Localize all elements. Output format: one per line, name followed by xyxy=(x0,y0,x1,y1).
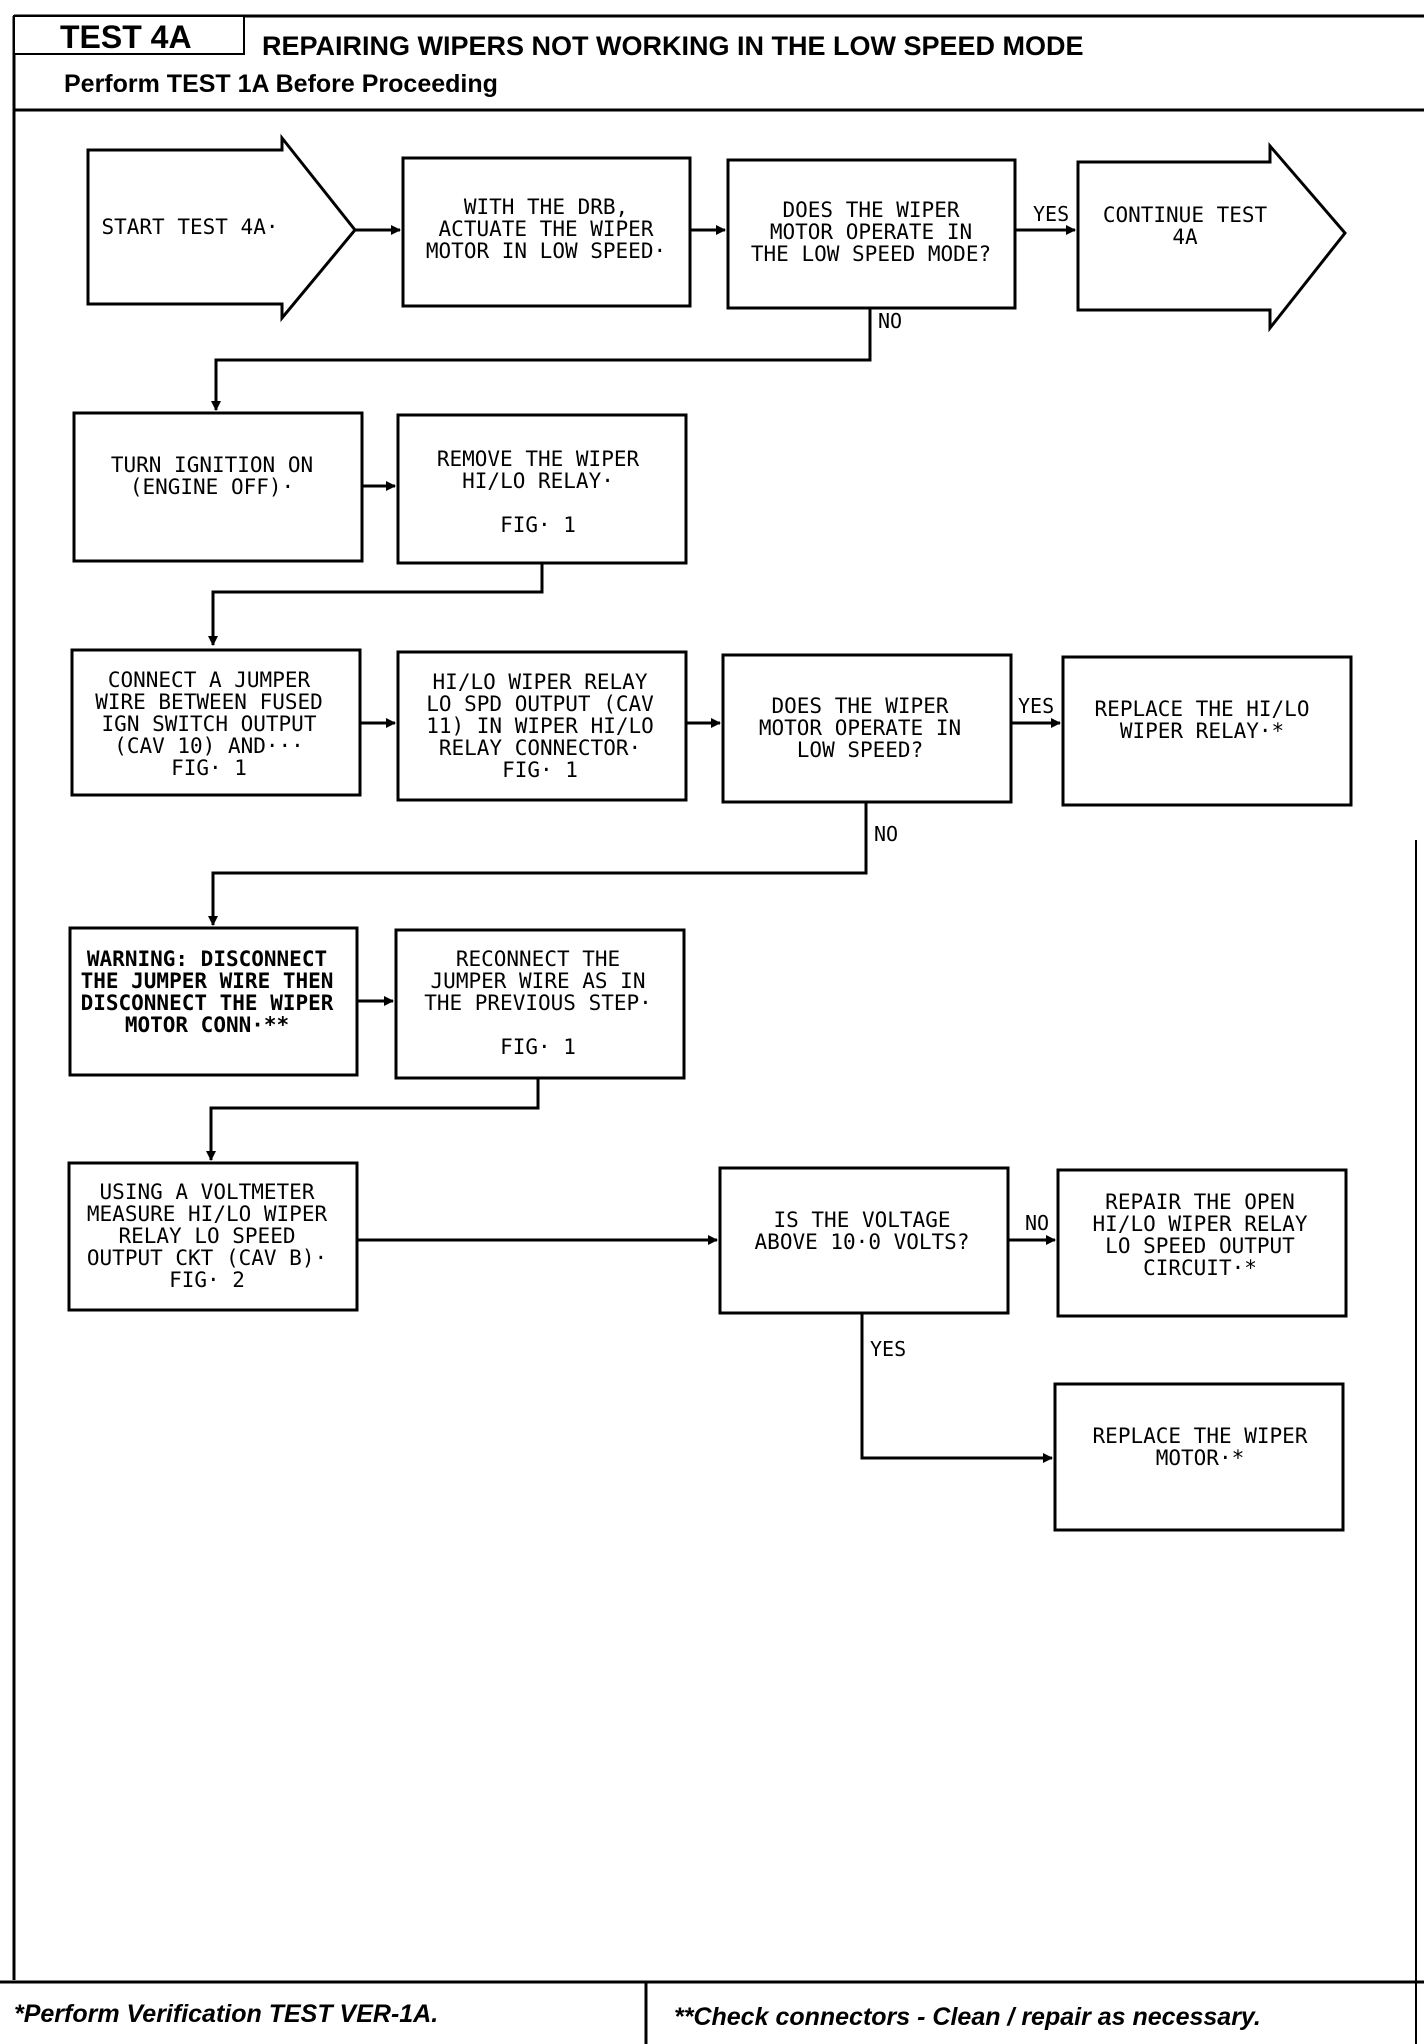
box-text-line: MOTOR CONN·** xyxy=(125,1013,289,1037)
box-text-line: REPLACE THE WIPER xyxy=(1093,1424,1308,1448)
box-text-line: IGN SWITCH OUTPUT xyxy=(102,712,317,736)
box-text-line: ABOVE 10·0 VOLTS? xyxy=(755,1230,970,1254)
box-text-line: RECONNECT THE xyxy=(456,947,620,971)
no-label: NO xyxy=(878,309,902,333)
node-start: START TEST 4A· xyxy=(86,133,357,323)
connectors xyxy=(206,225,1076,1463)
node-ignition-text: TURN IGNITION ON(ENGINE OFF)· xyxy=(111,453,313,499)
page-title: REPAIRING WIPERS NOT WORKING IN THE LOW … xyxy=(262,31,1084,61)
box-text-line: MOTOR OPERATE IN xyxy=(759,716,961,740)
box-text-line: FIG· 1 xyxy=(500,1035,576,1059)
box-text-line: WITH THE DRB, xyxy=(464,195,628,219)
box-text-line: TURN IGNITION ON xyxy=(111,453,313,477)
footer-note-left: *Perform Verification TEST VER-1A. xyxy=(14,2000,438,2028)
box-text-line: REPLACE THE HI/LO xyxy=(1095,697,1310,721)
footer-note-right: **Check connectors - Clean / repair as n… xyxy=(674,2003,1261,2031)
box-text-line: LOW SPEED? xyxy=(797,738,923,762)
box-text-line: MOTOR·* xyxy=(1156,1446,1245,1470)
box-text-line: 4A xyxy=(1172,225,1198,249)
box-text-line: THE PREVIOUS STEP· xyxy=(424,991,652,1015)
node-ignition: TURN IGNITION ON(ENGINE OFF)· xyxy=(72,411,364,563)
box-text-line: LO SPEED OUTPUT xyxy=(1105,1234,1295,1258)
test-id: TEST 4A xyxy=(60,19,192,55)
branch-labels: YES NO YES NO NO YES xyxy=(870,202,1069,1361)
box-text-line: DOES THE WIPER xyxy=(771,694,948,718)
box-text-line: JUMPER WIRE AS IN xyxy=(431,969,646,993)
box-text-line: CONNECT A JUMPER xyxy=(108,668,311,692)
box-text-line: HI/LO WIPER RELAY xyxy=(433,670,648,694)
box-text-line: WARNING: DISCONNECT xyxy=(87,947,327,971)
no-label: NO xyxy=(874,822,898,846)
box-text-line: MEASURE HI/LO WIPER xyxy=(87,1202,328,1226)
box-text-line: REPAIR THE OPEN xyxy=(1105,1190,1295,1214)
box-text-line: USING A VOLTMETER xyxy=(100,1180,315,1204)
box-text-line: RELAY LO SPEED xyxy=(118,1224,295,1248)
box-text-line: FIG· 1 xyxy=(171,756,247,780)
box-text-line: HI/LO WIPER RELAY xyxy=(1093,1212,1308,1236)
box-text-line: THE LOW SPEED MODE? xyxy=(751,242,991,266)
box-text-line: 11) IN WIPER HI/LO xyxy=(426,714,654,738)
box-text-line: WIPER RELAY·* xyxy=(1120,719,1284,743)
box-text-line: ACTUATE THE WIPER xyxy=(439,217,654,241)
box-text-line: IS THE VOLTAGE xyxy=(773,1208,950,1232)
box-text-line: WIRE BETWEEN FUSED xyxy=(95,690,323,714)
box-text-line: HI/LO RELAY· xyxy=(462,469,614,493)
footer: *Perform Verification TEST VER-1A. **Che… xyxy=(0,1980,1424,2044)
box-text-line: DISCONNECT THE WIPER xyxy=(81,991,334,1015)
yes-label: YES xyxy=(1033,202,1069,226)
yes-label: YES xyxy=(870,1337,906,1361)
no-label: NO xyxy=(1025,1211,1049,1235)
box-text-line: OUTPUT CKT (CAV B)· xyxy=(87,1246,327,1270)
box-text-line: RELAY CONNECTOR· xyxy=(439,736,641,760)
node-start-text: START TEST 4A· xyxy=(101,215,278,239)
box-text-line: THE JUMPER WIRE THEN xyxy=(81,969,334,993)
header: TEST 4A REPAIRING WIPERS NOT WORKING IN … xyxy=(12,14,1424,2044)
box-text-line: CIRCUIT·* xyxy=(1143,1256,1257,1280)
box-text-line: FIG· 1 xyxy=(502,758,578,782)
box-text-line: START TEST 4A· xyxy=(101,215,278,239)
box-text-line: (ENGINE OFF)· xyxy=(130,475,294,499)
page-subtitle: Perform TEST 1A Before Proceeding xyxy=(64,70,498,98)
box-text-line: DOES THE WIPER xyxy=(782,198,959,222)
box-text-line: CONTINUE TEST xyxy=(1103,203,1268,227)
box-text-line: LO SPD OUTPUT (CAV xyxy=(426,692,654,716)
box-text-line: MOTOR IN LOW SPEED· xyxy=(426,239,666,263)
box-text-line: FIG· 2 xyxy=(169,1268,245,1292)
yes-label: YES xyxy=(1018,694,1054,718)
box-text-line: (CAV 10) AND··· xyxy=(114,734,304,758)
box-text-line: REMOVE THE WIPER xyxy=(437,447,640,471)
box-text-line: MOTOR OPERATE IN xyxy=(770,220,972,244)
box-text-line: FIG· 1 xyxy=(500,513,576,537)
